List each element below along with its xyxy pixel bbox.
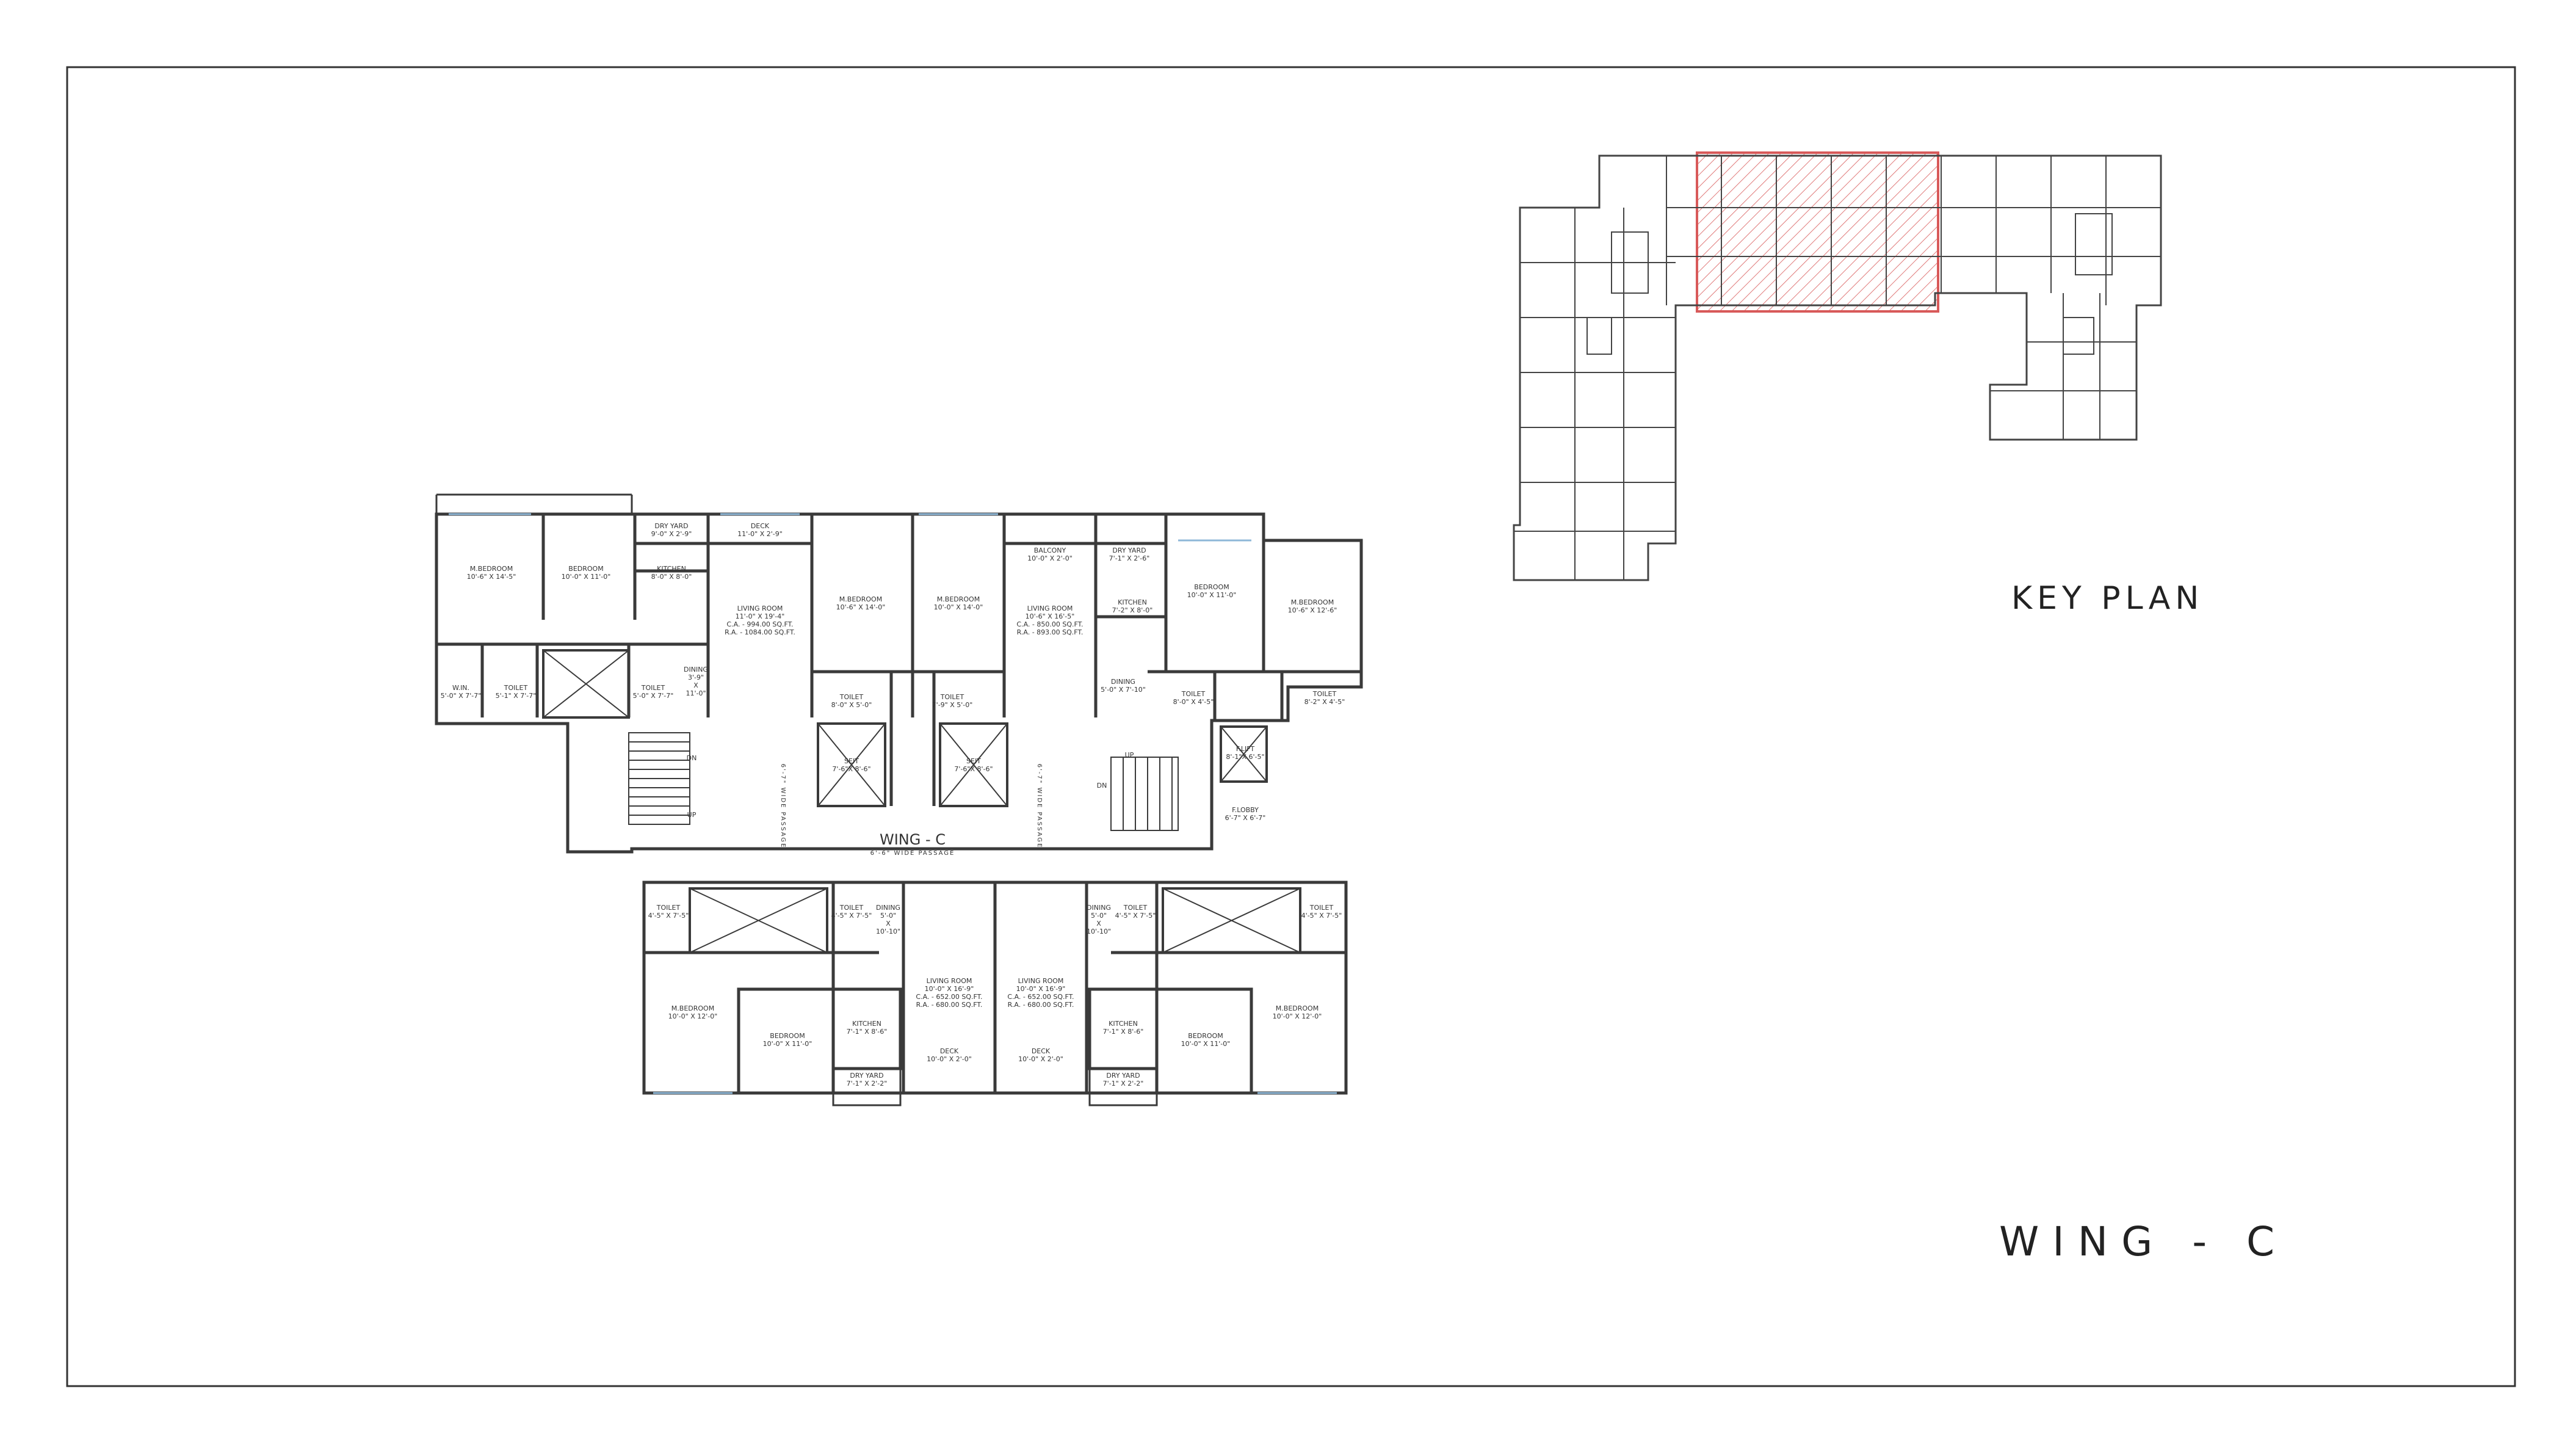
wing-label: WING - C xyxy=(880,831,946,848)
right-passage-label: 6'-7" WIDE PASSAGE xyxy=(1036,764,1043,849)
key-plan-diagram xyxy=(1513,151,2162,581)
key-plan-highlight xyxy=(1696,151,1939,313)
wing-title: WING - C xyxy=(1999,1218,2288,1265)
wing-passage-label: 6'-6" WIDE PASSAGE xyxy=(870,850,955,857)
left-passage-label: 6'-7" WIDE PASSAGE xyxy=(780,764,786,849)
room-label-r1-wi: W.IN.5'-0" X 7'-7" xyxy=(441,684,482,700)
stair-up-label-right: UP xyxy=(1125,751,1134,759)
stair-dn-label: DN xyxy=(687,754,697,762)
stair-up-label: UP xyxy=(687,811,696,819)
sheet-border xyxy=(66,66,2516,1387)
floor-plan xyxy=(435,493,1363,1106)
key-plan-title: KEY PLAN xyxy=(2011,580,2204,617)
stair-dn-label-right: DN xyxy=(1097,782,1107,790)
